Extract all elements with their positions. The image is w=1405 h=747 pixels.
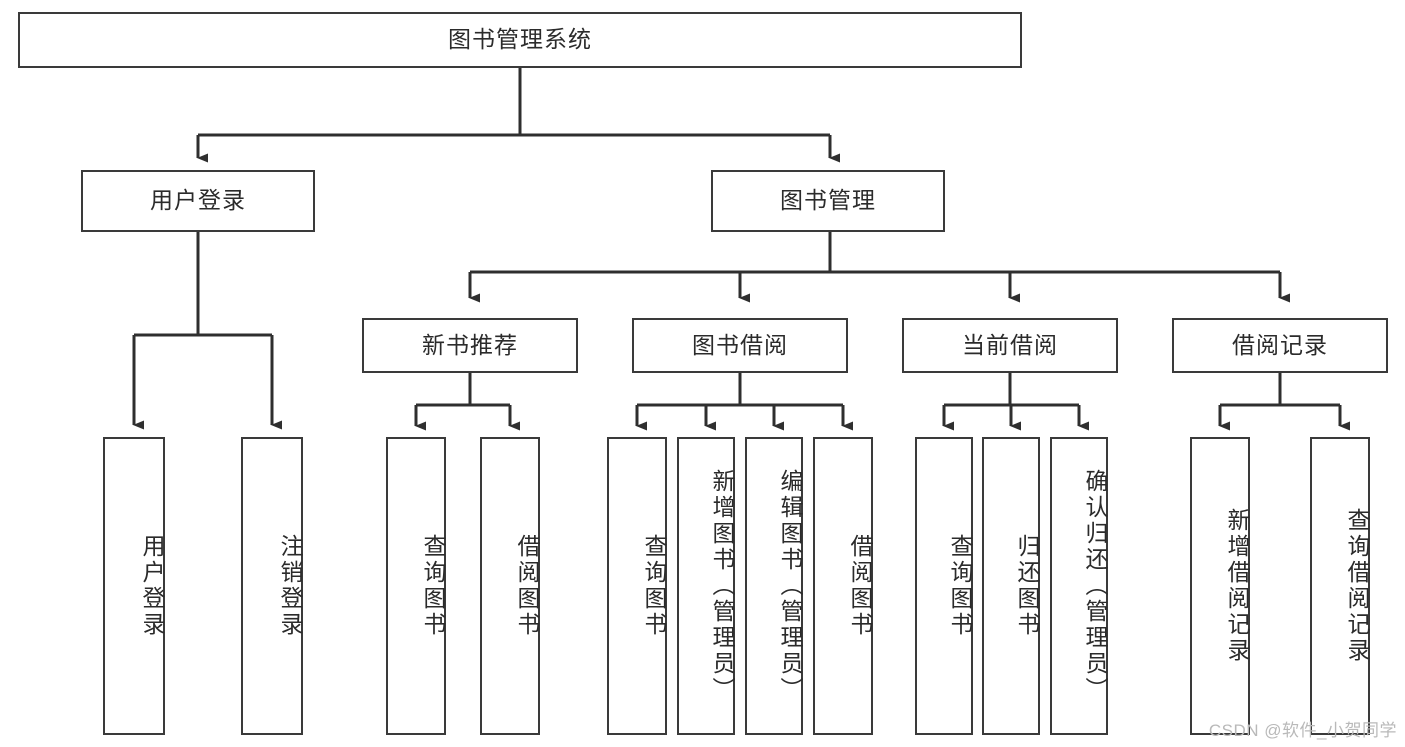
node-label: 编辑图书（管理员） (777, 469, 803, 703)
node-label: 借阅图书 (847, 534, 873, 638)
node-book-management[interactable]: 图书管理 (711, 170, 945, 232)
node-label: 新增借阅记录 (1224, 508, 1250, 664)
node-label: 查询图书 (641, 534, 667, 638)
leaf-current-borrow-confirm-return[interactable]: 确认归还（管理员） (1050, 437, 1108, 735)
node-label: 当前借阅 (962, 331, 1058, 358)
node-current-borrow[interactable]: 当前借阅 (902, 318, 1118, 373)
leaf-book-borrow-add[interactable]: 新增图书（管理员） (677, 437, 735, 735)
leaf-book-borrow-query[interactable]: 查询图书 (607, 437, 667, 735)
leaf-book-borrow-edit[interactable]: 编辑图书（管理员） (745, 437, 803, 735)
node-label: 查询图书 (947, 534, 973, 638)
node-label: 归还图书 (1014, 534, 1040, 638)
node-borrow-record[interactable]: 借阅记录 (1172, 318, 1388, 373)
node-label: 借阅图书 (514, 534, 540, 638)
leaf-borrow-record-query[interactable]: 查询借阅记录 (1310, 437, 1370, 735)
node-label: 图书管理系统 (448, 26, 592, 53)
leaf-borrow-record-add[interactable]: 新增借阅记录 (1190, 437, 1250, 735)
node-new-book-recommend[interactable]: 新书推荐 (362, 318, 578, 373)
leaf-new-book-query[interactable]: 查询图书 (386, 437, 446, 735)
node-label: 查询图书 (420, 534, 446, 638)
node-label: 借阅记录 (1232, 331, 1328, 358)
node-book-borrow[interactable]: 图书借阅 (632, 318, 848, 373)
watermark-text: CSDN @软件_小贺同学 (1208, 721, 1397, 740)
leaf-current-borrow-query[interactable]: 查询图书 (915, 437, 973, 735)
node-label: 新增图书（管理员） (709, 469, 735, 703)
leaf-user-login-logout[interactable]: 注销登录 (241, 437, 303, 735)
leaf-new-book-borrow[interactable]: 借阅图书 (480, 437, 540, 735)
leaf-user-login-login[interactable]: 用户登录 (103, 437, 165, 735)
node-label: 图书借阅 (692, 331, 788, 358)
node-label: 新书推荐 (422, 331, 518, 358)
node-label: 用户登录 (150, 187, 246, 214)
node-label: 用户登录 (139, 534, 165, 638)
leaf-current-borrow-return[interactable]: 归还图书 (982, 437, 1040, 735)
node-label: 查询借阅记录 (1344, 508, 1370, 664)
node-label: 确认归还（管理员） (1082, 469, 1108, 703)
node-root-system[interactable]: 图书管理系统 (18, 12, 1022, 68)
leaf-book-borrow-borrow[interactable]: 借阅图书 (813, 437, 873, 735)
node-user-login[interactable]: 用户登录 (81, 170, 315, 232)
node-label: 图书管理 (780, 187, 876, 214)
node-label: 注销登录 (277, 534, 303, 638)
